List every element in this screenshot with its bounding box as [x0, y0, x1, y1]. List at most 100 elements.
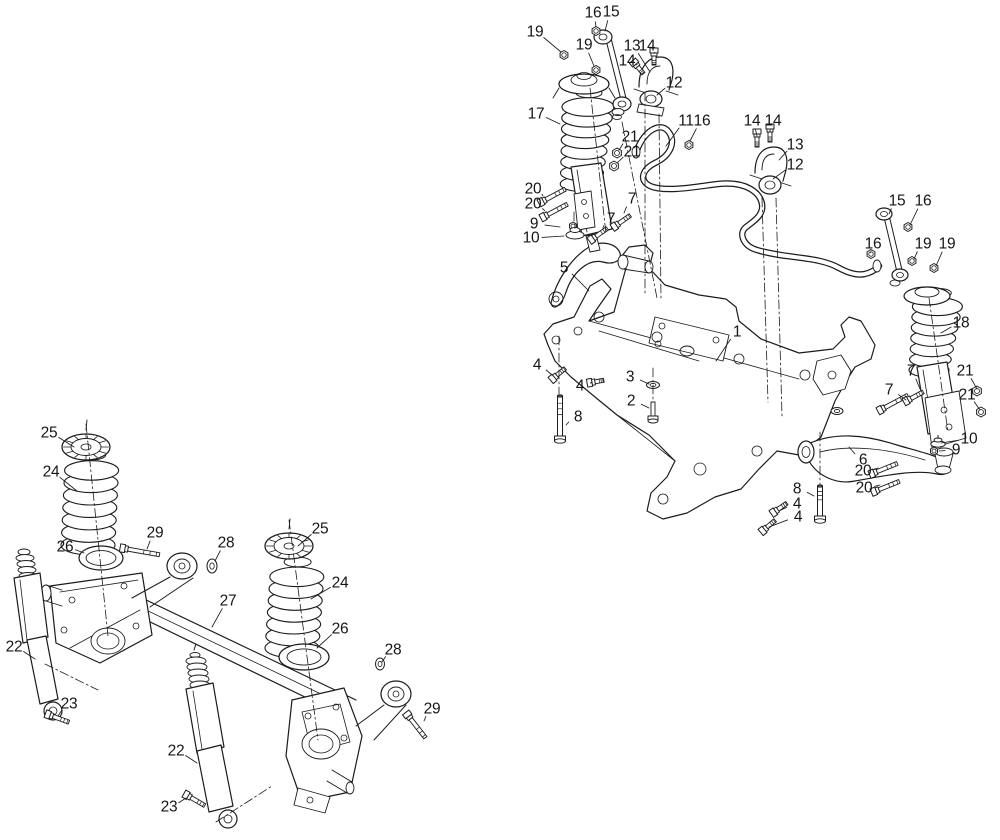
- part-number: 21: [959, 387, 976, 404]
- nut: [591, 26, 601, 36]
- part-number: 19: [915, 236, 932, 253]
- part-number: 24: [43, 464, 60, 481]
- callout-14: 14: [639, 38, 657, 55]
- callout-20: 20: [855, 463, 879, 480]
- leader-line: [23, 651, 36, 660]
- leader-line: [565, 421, 570, 426]
- leader-line: [806, 492, 815, 497]
- part-number: 15: [889, 193, 906, 210]
- coil-spring: [264, 556, 325, 659]
- part-number: 4: [533, 357, 542, 374]
- part-number: 11: [678, 113, 694, 130]
- coil-springs: [60, 87, 963, 659]
- part-number: 7: [607, 211, 615, 228]
- center-line: [761, 197, 769, 403]
- leader-line: [211, 608, 223, 628]
- bolt: [181, 789, 207, 808]
- leader-line: [590, 381, 593, 384]
- leader-line: [873, 467, 879, 470]
- leader-line: [909, 208, 919, 226]
- subframe-crossmember: [543, 244, 876, 520]
- callout-10: 10: [523, 230, 565, 247]
- part-number: 19: [527, 24, 544, 41]
- callout-21: 21: [618, 129, 639, 151]
- part-number: 14: [639, 38, 656, 55]
- leader-line: [665, 127, 680, 147]
- part-number: 7: [885, 382, 893, 399]
- leader-line: [542, 208, 546, 212]
- callout-19: 19: [576, 37, 595, 67]
- part-number: 3: [626, 369, 634, 386]
- leader-line: [898, 394, 907, 401]
- leader-line: [310, 586, 331, 600]
- leader-line: [571, 273, 590, 292]
- leader-line: [778, 506, 788, 512]
- callout-22: 22: [6, 639, 36, 660]
- leader-line: [604, 20, 609, 32]
- leader-line: [543, 37, 562, 53]
- leader-line: [755, 129, 758, 137]
- callout-23: 23: [57, 696, 78, 717]
- bolt: [547, 366, 567, 385]
- part-number: 4: [794, 509, 803, 526]
- callout-8: 8: [565, 409, 582, 426]
- center-line: [589, 87, 607, 235]
- part-number: 25: [41, 425, 58, 442]
- callout-15: 15: [603, 4, 620, 32]
- part-number: 14: [619, 53, 636, 70]
- bolt: [647, 401, 659, 424]
- leader-line: [640, 403, 650, 409]
- center-line: [44, 663, 99, 691]
- leader-line: [588, 52, 595, 67]
- fasteners: [43, 26, 986, 808]
- part-number: 19: [576, 37, 593, 54]
- callout-6: 6: [848, 446, 867, 469]
- callout-29: 29: [423, 701, 441, 722]
- part-number: 10: [961, 431, 978, 448]
- callout-4: 4: [576, 378, 593, 395]
- leader-line: [381, 656, 386, 663]
- leader-line: [940, 439, 959, 444]
- bolt: [538, 201, 569, 223]
- part-number: 4: [793, 496, 802, 513]
- callout-15: 15: [888, 193, 906, 215]
- nut: [609, 160, 619, 172]
- callout-16: 16: [585, 5, 602, 28]
- callout-7: 7: [885, 382, 907, 401]
- callout-3: 3: [626, 369, 650, 386]
- callout-4: 4: [533, 357, 553, 376]
- bolt: [609, 213, 632, 232]
- part-number: 6: [859, 452, 867, 469]
- part-number: 26: [332, 621, 349, 638]
- stabilizer-bracket-top: [633, 56, 679, 117]
- center-line: [288, 519, 319, 741]
- part-number: 29: [424, 701, 441, 718]
- leader-line: [618, 143, 624, 151]
- callout-29: 29: [146, 525, 164, 550]
- center-line: [928, 297, 949, 433]
- control-arm-left: [548, 242, 654, 308]
- callout-24: 24: [43, 464, 78, 492]
- callout-21: 21: [959, 387, 981, 411]
- bolt: [402, 709, 428, 740]
- nut: [930, 446, 938, 456]
- callout-4: 4: [768, 509, 803, 528]
- part-number: 20: [855, 463, 872, 480]
- part-number: 19: [939, 236, 956, 253]
- leader-line: [656, 87, 666, 96]
- front-strut-right: [903, 286, 967, 449]
- callout-14: 14: [744, 113, 761, 137]
- leader-line: [178, 797, 187, 804]
- bolt: [628, 57, 646, 76]
- part-number: 25: [312, 521, 329, 538]
- bolt: [869, 479, 901, 497]
- leader-line: [541, 193, 544, 197]
- callout-23: 23: [161, 797, 187, 816]
- callout-10: 10: [940, 431, 978, 448]
- callout-19: 19: [913, 236, 932, 260]
- bolt: [585, 377, 605, 388]
- leader-line: [778, 150, 788, 161]
- callout-13: 13: [624, 38, 651, 73]
- leader-line: [616, 156, 624, 164]
